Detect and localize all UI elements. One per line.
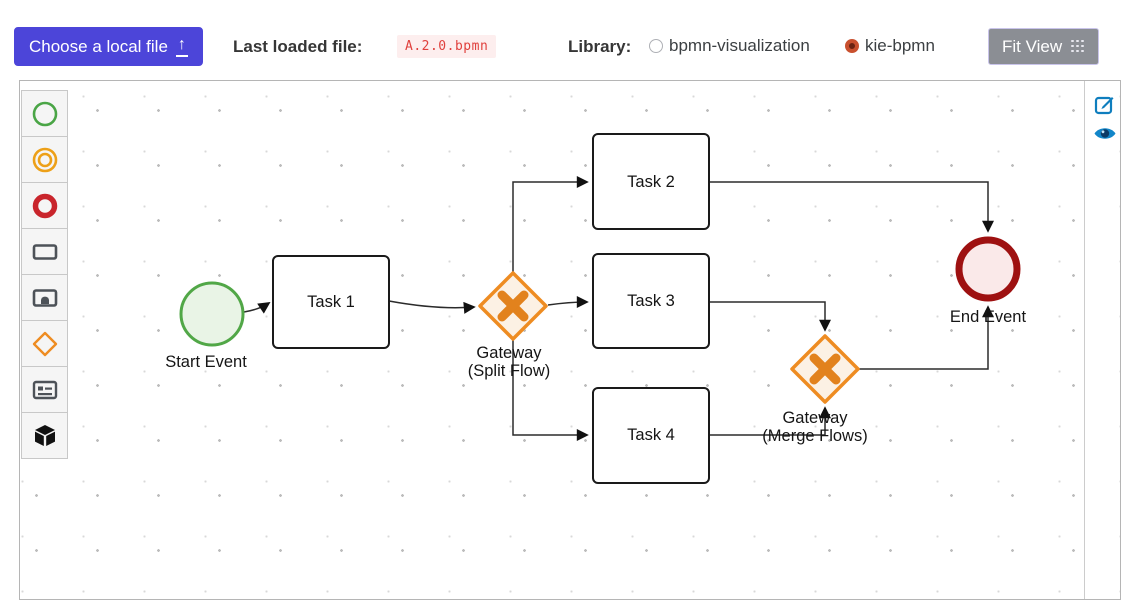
orange-double-circle-icon xyxy=(32,147,57,172)
palette-end-event-tool[interactable] xyxy=(21,182,68,229)
node-start-event[interactable] xyxy=(179,281,245,347)
task1-label: Task 1 xyxy=(307,292,355,311)
grid-dots-icon xyxy=(1071,39,1085,54)
library-option-bpmn-visualization[interactable]: bpmn-visualization xyxy=(649,36,810,56)
edge-start-task1 xyxy=(243,302,271,314)
palette-artifact-tool[interactable] xyxy=(21,412,68,459)
red-thick-circle-icon xyxy=(32,193,57,218)
library-label: Library: xyxy=(568,37,632,56)
task3-label: Task 3 xyxy=(627,291,675,310)
library-option-kie-bpmn[interactable]: kie-bpmn xyxy=(845,36,935,56)
diagram-svg xyxy=(179,133,1021,484)
edge-task3-gwmerge xyxy=(709,301,831,332)
edit-icon[interactable] xyxy=(1094,93,1116,115)
green-circle-icon xyxy=(32,101,57,126)
fit-view-label: Fit View xyxy=(1002,36,1063,56)
orange-diamond-icon xyxy=(32,331,57,356)
node-end-event[interactable] xyxy=(955,236,1021,302)
palette-task-tool[interactable] xyxy=(21,228,68,275)
edge-gwsplit-task3 xyxy=(547,296,589,309)
edge-task2-end xyxy=(709,181,994,233)
radio-selected-icon[interactable] xyxy=(845,39,859,53)
library-option-label[interactable]: bpmn-visualization xyxy=(669,36,810,55)
side-panel-divider xyxy=(1084,81,1085,599)
palette-gateway-tool[interactable] xyxy=(21,320,68,367)
side-panel xyxy=(1092,93,1118,142)
edge-task1-gwsplit xyxy=(388,300,476,314)
eye-icon[interactable] xyxy=(1093,125,1117,142)
library-option-label[interactable]: kie-bpmn xyxy=(865,36,935,55)
task4-label: Task 4 xyxy=(627,425,675,444)
gateway-split-label: Gateway (Split Flow) xyxy=(467,343,551,380)
diagram-canvas[interactable]: Start Event Task 1 Task 2 Task 3 Task 4 … xyxy=(19,80,1121,600)
rectangle-icon xyxy=(32,243,57,260)
last-loaded-label: Last loaded file: xyxy=(233,37,363,56)
palette-form-tool[interactable] xyxy=(21,366,68,413)
choose-file-label: Choose a local file xyxy=(29,36,168,56)
choose-file-button[interactable]: Choose a local file ↑ xyxy=(14,27,203,66)
palette-call-activity-tool[interactable] xyxy=(21,274,68,321)
fit-view-button[interactable]: Fit View xyxy=(988,28,1100,65)
toolbar: Choose a local file ↑ Last loaded file: … xyxy=(0,0,1140,80)
shape-palette xyxy=(21,90,68,459)
form-icon xyxy=(32,380,57,399)
radio-unselected-icon[interactable] xyxy=(649,39,663,53)
task2-label: Task 2 xyxy=(627,172,675,191)
edge-gwsplit-task2 xyxy=(512,176,589,272)
palette-start-event-tool[interactable] xyxy=(21,90,68,137)
palette-intermediate-event-tool[interactable] xyxy=(21,136,68,183)
node-gateway-split[interactable] xyxy=(478,271,548,341)
last-loaded-filename: A.2.0.bpmn xyxy=(397,35,497,58)
node-gateway-merge[interactable] xyxy=(790,334,860,404)
cube-icon xyxy=(34,424,55,446)
end-event-label: End Event xyxy=(949,307,1027,326)
gateway-merge-label: Gateway (Merge Flows) xyxy=(762,408,868,445)
rectangle-with-tab-icon xyxy=(32,288,57,307)
upload-icon: ↑ xyxy=(175,36,188,57)
start-event-label: Start Event xyxy=(165,352,247,371)
